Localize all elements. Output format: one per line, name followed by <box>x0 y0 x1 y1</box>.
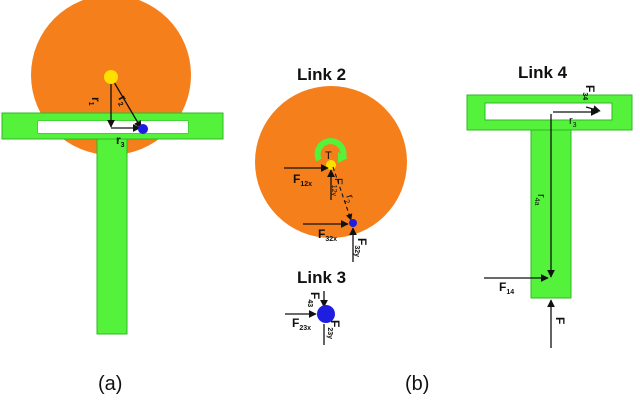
f12x-label: F12x <box>293 172 312 188</box>
torque-arc <box>314 138 347 162</box>
f43-label: F43 <box>306 292 322 307</box>
link2-title: Link 2 <box>297 65 346 84</box>
r2-vector-link2 <box>332 166 353 221</box>
r3-label-link4: r3 <box>569 115 577 129</box>
t-bar-stem <box>96 138 128 335</box>
panel-a: r1 r2 r3 <box>1 0 224 335</box>
f34-arrow <box>585 105 601 113</box>
f32y-label: F32y <box>353 238 369 257</box>
r2-vector-a <box>110 76 142 129</box>
r2-label-link2: r2 <box>341 193 357 205</box>
link3-free-body: Link 3 F43 F23x F23y <box>285 268 346 345</box>
caption-a: (a) <box>98 373 122 395</box>
link4-free-body: Link 4 F34 r3 r4a F14 F <box>466 63 633 348</box>
link3-slider-pin <box>317 305 335 323</box>
link2-free-body: Link 2 T F12x F12y r2 F32x F32y <box>255 65 407 262</box>
link2-pin-dot <box>349 219 357 227</box>
crank-pivot-dot-a <box>104 70 118 84</box>
f14-label: F14 <box>499 280 514 296</box>
f23x-label: F23x <box>292 316 311 332</box>
link4-t-frame <box>466 94 633 131</box>
f-bottom-label: F <box>553 317 567 324</box>
f32x-label: F32x <box>318 227 337 243</box>
link3-title: Link 3 <box>297 268 346 287</box>
caption-b: (b) <box>405 373 429 395</box>
f34-label: F34 <box>581 85 597 100</box>
r4a-label: r4a <box>533 194 547 206</box>
r3-label-a: r3 <box>116 133 125 149</box>
link4-title: Link 4 <box>518 63 568 82</box>
torque-label: T <box>325 150 332 162</box>
f23y-label: F23y <box>326 320 342 339</box>
r2-label-a: r2 <box>114 93 132 109</box>
torque-arrowhead <box>338 152 348 163</box>
r1-label-a: r1 <box>87 97 103 106</box>
slider-pin-dot-a <box>138 124 148 134</box>
